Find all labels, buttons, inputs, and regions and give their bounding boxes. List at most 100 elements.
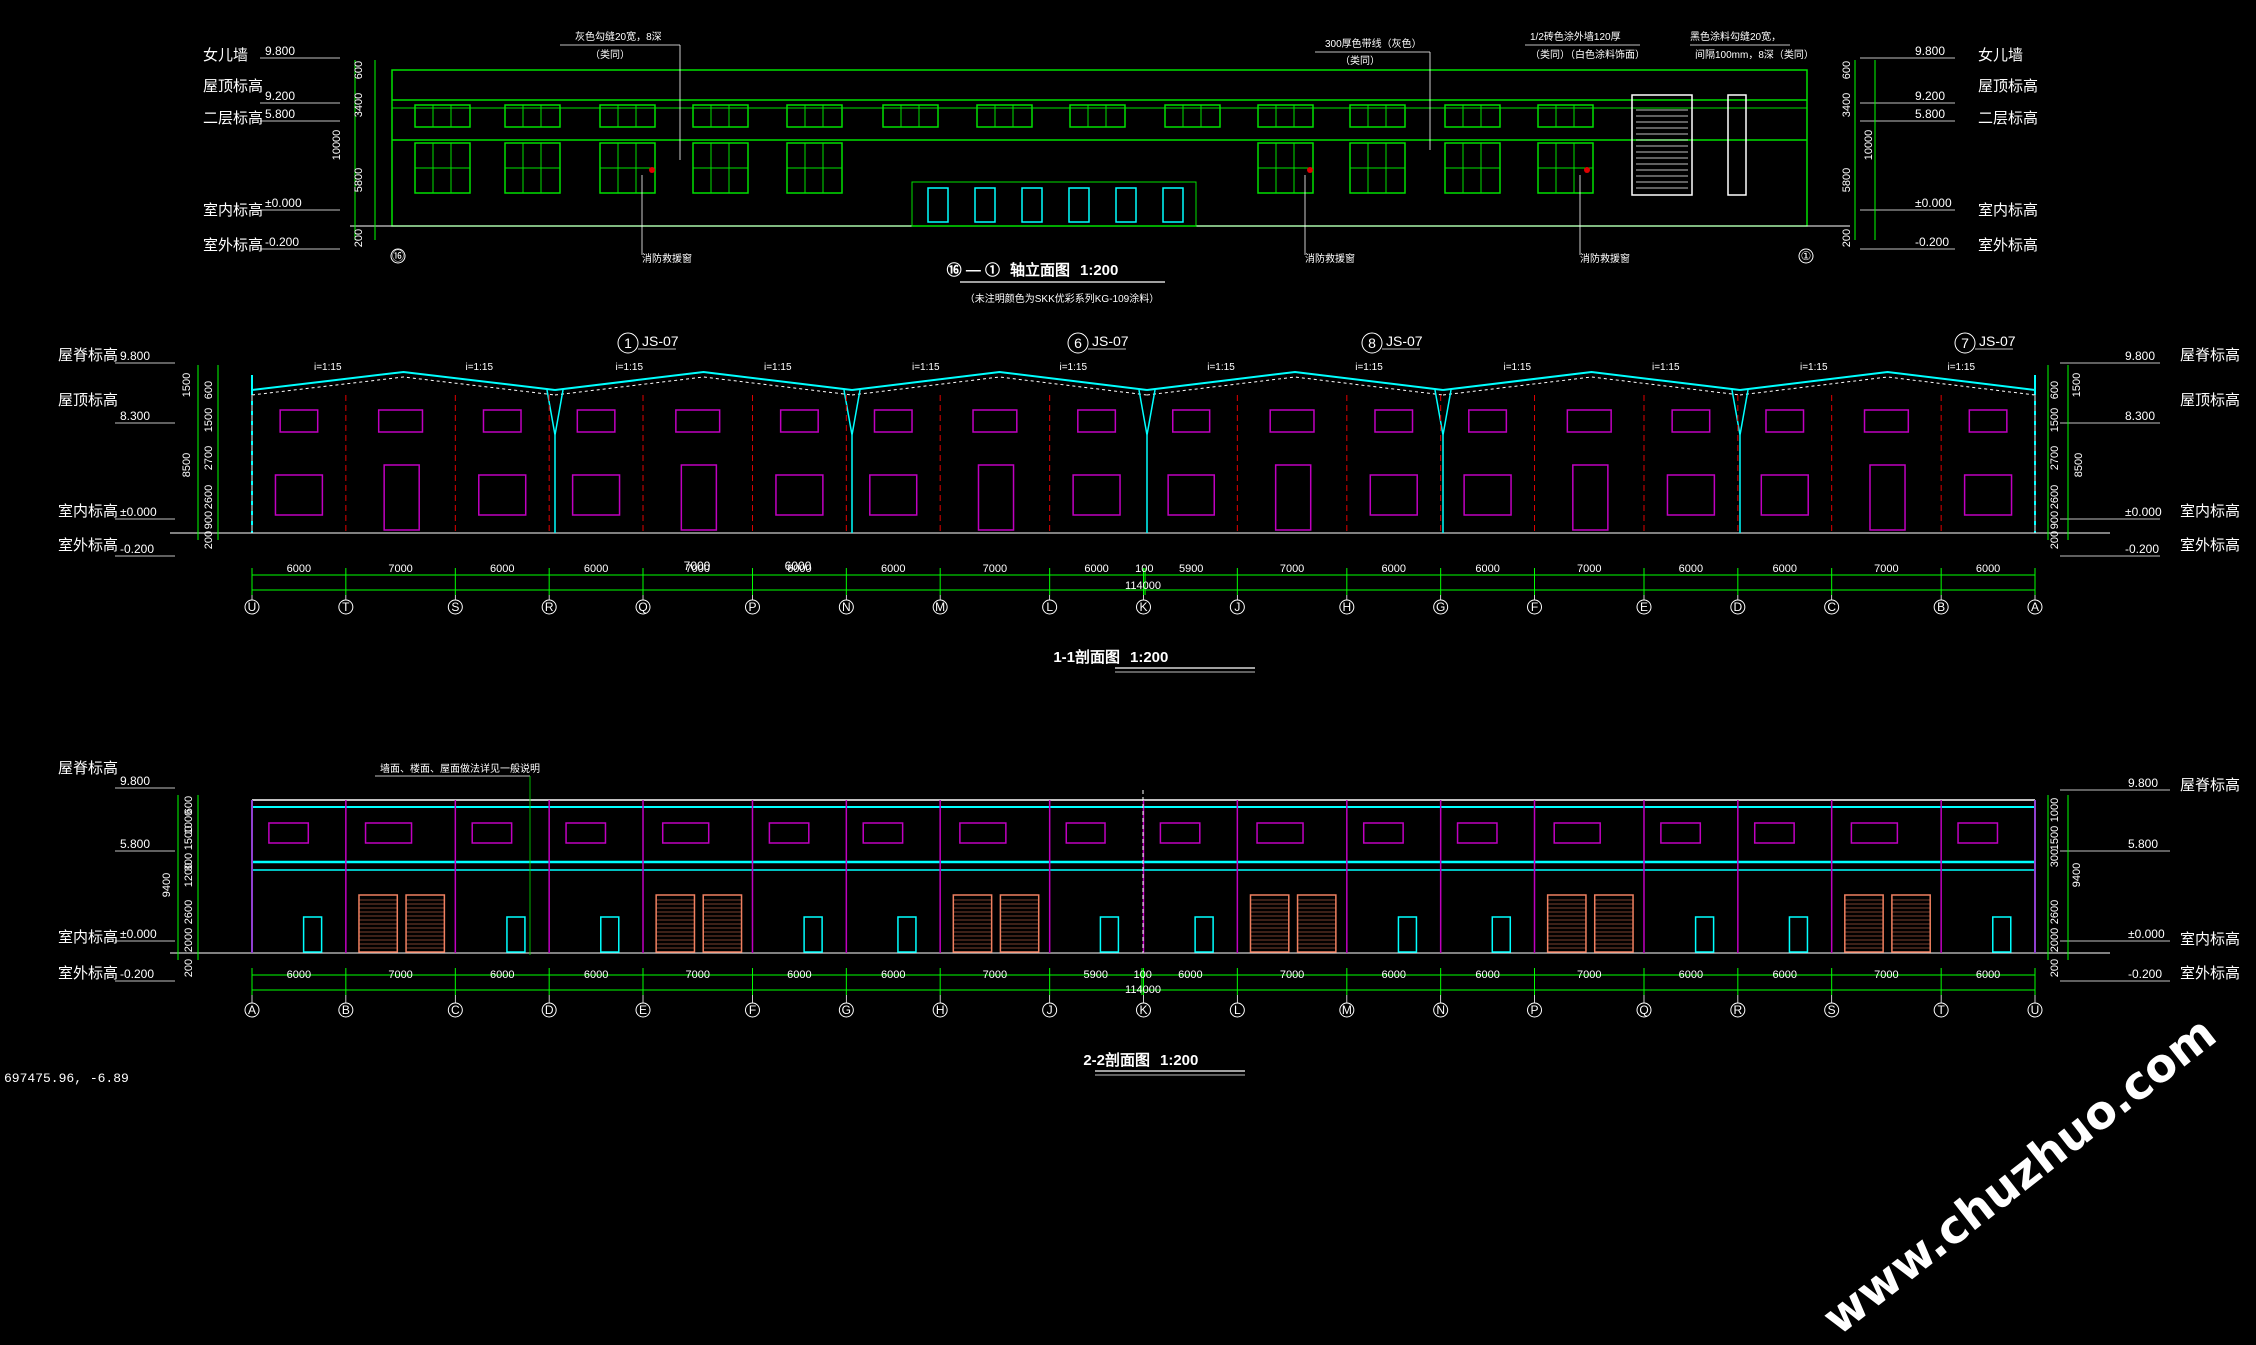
s1-axis-M: M bbox=[935, 600, 945, 614]
gutter-column-head bbox=[1138, 389, 1156, 436]
s2-axis-G-circle bbox=[838, 1002, 854, 1018]
upper-window bbox=[1444, 104, 1501, 128]
roof-slope-label: i=1:15 bbox=[1207, 362, 1235, 373]
s1-axis-N-circle bbox=[838, 599, 854, 615]
elev-right-label-2: 二层标高 bbox=[1978, 110, 2038, 127]
detail-callout-ref: JS-07 bbox=[642, 333, 679, 349]
s2-left-value-3: -0.200 bbox=[120, 967, 154, 981]
s2-note: 墙面、楼面、屋面做法详见一般说明 bbox=[380, 762, 540, 775]
s2-left-dim-7: 2000 bbox=[183, 928, 195, 952]
gutter-column-head bbox=[1731, 389, 1749, 436]
s1-title: 1-1剖面图 bbox=[1053, 648, 1120, 666]
section-2-2-drawing: 墙面、楼面、屋面做法详见一般说明屋脊标高室内标高室外标高9.8005.800±0… bbox=[58, 760, 2240, 1076]
s1-axis-S: S bbox=[451, 600, 459, 614]
window-opening bbox=[571, 474, 621, 516]
roof-slope-label: i=1:15 bbox=[764, 362, 792, 373]
s1-axis-A: A bbox=[2031, 600, 2039, 614]
detail-callout-ref: JS-07 bbox=[1386, 333, 1423, 349]
elevation-note-5: （类同）（白色涂料饰面） bbox=[1530, 48, 1645, 61]
elev-right-value-1: 9.200 bbox=[1915, 89, 1945, 103]
upper-window bbox=[414, 104, 471, 128]
upper-opening bbox=[1256, 822, 1304, 844]
cad-drawing-canvas[interactable]: 灰色勾缝20宽，8深（类同）300厚色带线（灰色）（类同）1/2砖色涂外墙120… bbox=[0, 0, 2256, 1088]
upper-opening bbox=[1159, 822, 1201, 844]
roof-slope-label: i=1:15 bbox=[615, 362, 643, 373]
s1-right-dim-1: 600 bbox=[2049, 381, 2061, 399]
s1-bay-dim-7: 7000 bbox=[983, 563, 1007, 575]
high-window-opening bbox=[1468, 409, 1508, 433]
s1-axis-B: B bbox=[1937, 600, 1945, 614]
upper-window bbox=[504, 104, 561, 128]
upper-window bbox=[1069, 104, 1126, 128]
s1-right-value-3: -0.200 bbox=[2125, 542, 2159, 556]
upper-opening bbox=[1456, 822, 1498, 844]
s2-axis-L-circle bbox=[1229, 1002, 1245, 1018]
fire-rescue-callout-1: 消防救援窗 bbox=[1305, 252, 1355, 265]
s2-axis-B: B bbox=[342, 1003, 350, 1017]
s2-axis-F-circle bbox=[744, 1002, 760, 1018]
elevation-note-0: 灰色勾缝20宽，8深 bbox=[575, 30, 662, 43]
s2-axis-S: S bbox=[1828, 1003, 1836, 1017]
elevation-note-2: 300厚色带线（灰色） bbox=[1325, 37, 1422, 50]
rolling-door bbox=[1546, 894, 1587, 953]
s2-axis-A-circle bbox=[244, 1002, 260, 1018]
s2-left-dim-1: 1000 bbox=[183, 810, 195, 834]
s2-axis-N: N bbox=[1436, 1003, 1445, 1017]
s1-left-dim-6: 900 bbox=[203, 511, 215, 529]
s2-bay-dim-12: 6000 bbox=[1382, 969, 1406, 981]
s2-bay-dim-15: 6000 bbox=[1679, 969, 1703, 981]
s2-total-dim: 114000 bbox=[1125, 984, 1161, 996]
elevation-outline bbox=[391, 69, 1808, 227]
door-opening bbox=[1274, 464, 1312, 531]
personnel-door bbox=[1397, 916, 1418, 953]
s1-left-dim-3: 2700 bbox=[203, 446, 215, 470]
elev-right-dim-4: 200 bbox=[1841, 229, 1853, 247]
s2-right-label-1: 室内标高 bbox=[2180, 931, 2240, 948]
s1-bay-dim-0: 6000 bbox=[287, 563, 311, 575]
upper-opening bbox=[1553, 822, 1601, 844]
roof-purlin-line bbox=[554, 376, 853, 396]
axis-bubble-1: ① bbox=[1801, 249, 1812, 263]
s1-right-label-3: 室外标高 bbox=[2180, 537, 2240, 554]
roof-purlin-line bbox=[851, 376, 1148, 396]
s2-left-value-1: 5.800 bbox=[120, 837, 150, 851]
s2-right-dim-4: 2600 bbox=[2049, 900, 2061, 924]
fire-rescue-marker bbox=[1307, 167, 1313, 173]
s1-right-dim-6: 900 bbox=[2049, 511, 2061, 529]
s1-bay-dim-4: 7000 bbox=[686, 563, 710, 575]
s1-left-label-2: 室内标高 bbox=[58, 503, 118, 520]
elevation-subtitle: （未注明颜色为SKK优彩系列KG-109涂料） bbox=[965, 292, 1159, 305]
elev-right-value-0: 9.800 bbox=[1915, 44, 1945, 58]
s2-right-dim-3: 9400 bbox=[2071, 863, 2083, 887]
s2-scale: 1:200 bbox=[1160, 1052, 1198, 1069]
s1-axis-M-circle bbox=[932, 599, 948, 615]
rolling-door bbox=[999, 894, 1040, 953]
s1-axis-R-circle bbox=[541, 599, 557, 615]
axis-bubble-16: ⑯ bbox=[392, 249, 404, 263]
detail-callout-circle bbox=[1067, 332, 1089, 354]
s2-bay-dim-18: 6000 bbox=[1976, 969, 2000, 981]
upper-opening bbox=[768, 822, 810, 844]
window-opening bbox=[869, 474, 918, 516]
s1-axis-C-circle bbox=[1824, 599, 1840, 615]
s1-axis-P-circle bbox=[744, 599, 760, 615]
s2-bay-dim-13: 6000 bbox=[1475, 969, 1499, 981]
upper-window bbox=[599, 104, 656, 128]
s2-axis-C: C bbox=[451, 1003, 460, 1017]
s2-axis-C-circle bbox=[447, 1002, 463, 1018]
s2-axis-G: G bbox=[842, 1003, 851, 1017]
s1-axis-J-circle bbox=[1229, 599, 1245, 615]
s1-left-label-1: 屋顶标高 bbox=[58, 392, 118, 409]
s1-right-dim-5: 2600 bbox=[2049, 485, 2061, 509]
elevation-title: 轴立面图 bbox=[1010, 261, 1070, 279]
s1-bay-dim-14: 7000 bbox=[1577, 563, 1601, 575]
upper-opening bbox=[565, 822, 607, 844]
s2-axis-Q: Q bbox=[1639, 1003, 1648, 1017]
elev-right-value-2: 5.800 bbox=[1915, 107, 1945, 121]
s1-axis-L: L bbox=[1046, 600, 1053, 614]
s1-bay-dim-6: 6000 bbox=[881, 563, 905, 575]
s1-left-value-0: 9.800 bbox=[120, 349, 150, 363]
elev-right-label-3: 室内标高 bbox=[1978, 202, 2038, 219]
s2-axis-S-circle bbox=[1824, 1002, 1840, 1018]
s2-bay-dim-16: 6000 bbox=[1773, 969, 1797, 981]
